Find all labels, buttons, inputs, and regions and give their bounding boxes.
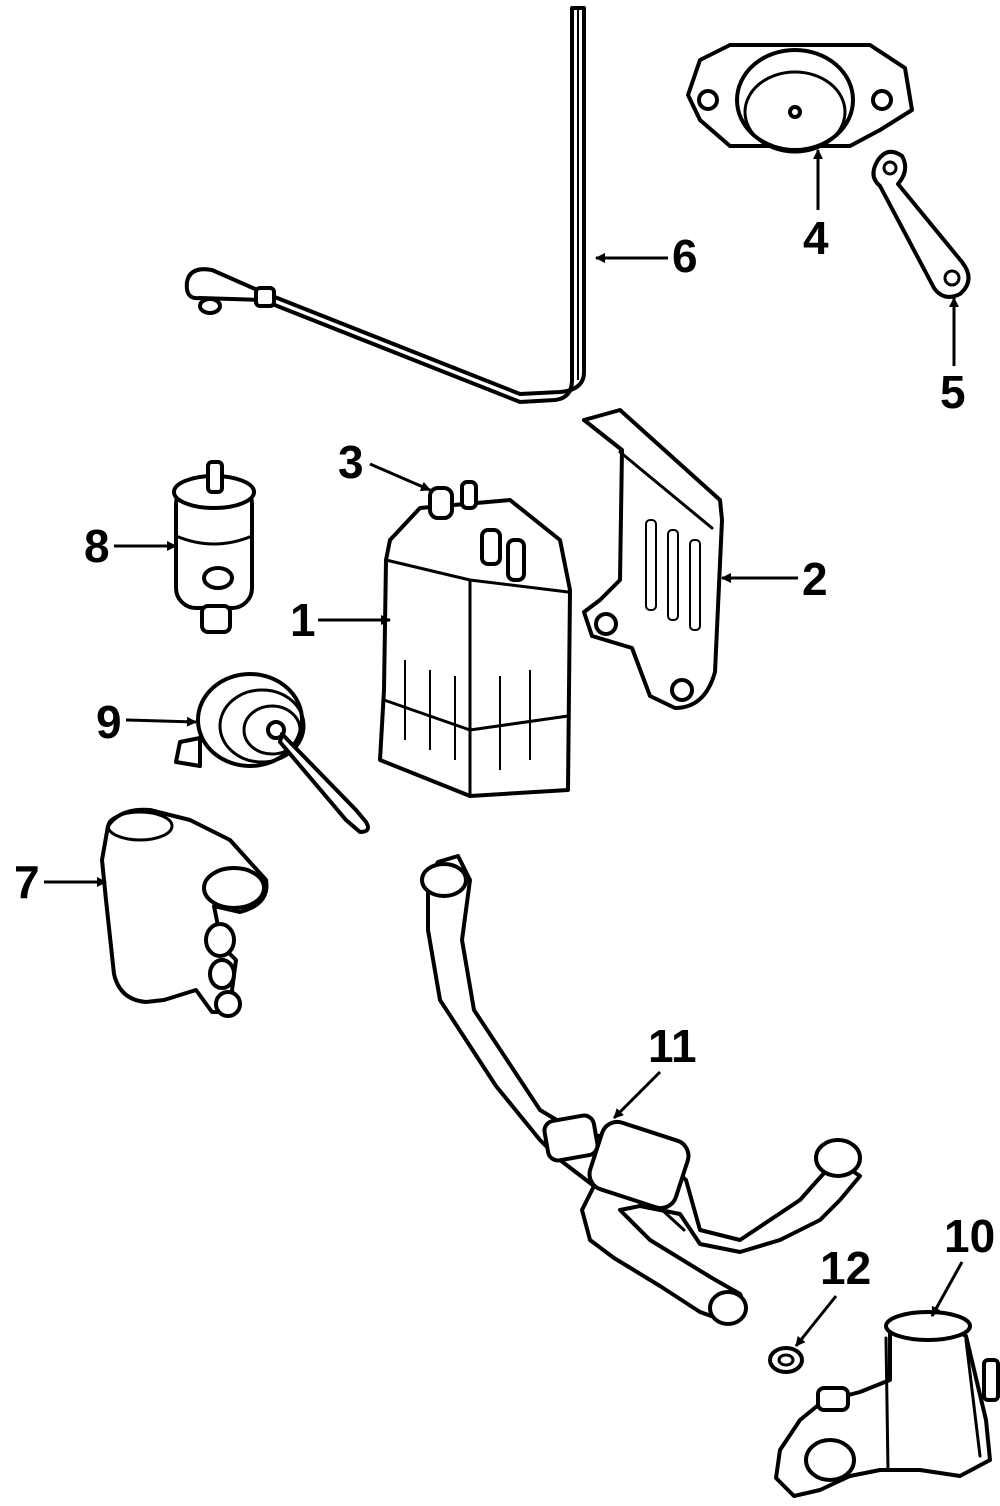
part-11-hose-assembly — [420, 854, 862, 1326]
part-4-purge-valve — [686, 43, 914, 154]
part-8-vacuum-valve — [172, 460, 256, 634]
callout-labels: 1 2 3 4 5 6 7 8 9 10 11 12 — [14, 212, 995, 1294]
callout-2: 2 — [802, 553, 828, 605]
leader-12 — [794, 1295, 838, 1347]
callout-4: 4 — [803, 212, 829, 264]
part-6-vapor-line — [184, 6, 586, 404]
callout-6: 6 — [672, 230, 698, 282]
callout-10: 10 — [944, 1210, 995, 1262]
leader-3 — [369, 462, 431, 492]
leader-11 — [612, 1070, 662, 1120]
callout-3: 3 — [338, 436, 364, 488]
leader-10 — [930, 1261, 964, 1317]
part-7-solenoid-valve — [100, 807, 269, 1018]
part-2-bracket — [582, 408, 724, 710]
callout-9: 9 — [96, 696, 122, 748]
part-5-link-arm — [871, 149, 971, 299]
callout-1: 1 — [290, 594, 316, 646]
part-10-leak-detection-pump — [774, 1310, 1000, 1498]
callout-12: 12 — [820, 1242, 871, 1294]
part-1-charcoal-canister — [378, 480, 572, 798]
callout-5: 5 — [940, 366, 966, 418]
callout-leaders — [44, 149, 964, 1347]
callout-8: 8 — [84, 520, 110, 572]
callout-7: 7 — [14, 856, 40, 908]
part-9-pressure-sensor — [174, 672, 370, 834]
part-12-clamp — [768, 1346, 804, 1374]
callout-11: 11 — [648, 1020, 697, 1072]
leader-9 — [125, 716, 197, 727]
